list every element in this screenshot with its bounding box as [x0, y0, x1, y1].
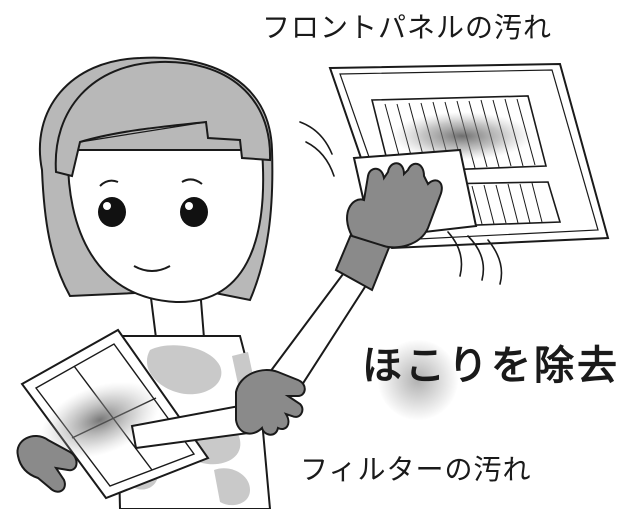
motion-lines: [299, 121, 503, 285]
eyes: [98, 178, 208, 227]
dust-removal-label: ほこりを除去: [362, 343, 619, 389]
filter-label: フィルターの汚れ: [300, 453, 532, 486]
front-panel-label: フロントパネルの汚れ: [262, 11, 553, 44]
raised-glove: [346, 162, 443, 249]
pointing-glove: [235, 369, 306, 436]
highlight-glow: [378, 340, 458, 420]
raised-arm: [268, 162, 443, 390]
filter-dust: [40, 381, 160, 459]
panel-dust: [392, 112, 532, 160]
face: [66, 149, 265, 304]
hair-bangs: [54, 60, 272, 178]
mouth: [133, 265, 171, 272]
left-glove: [16, 435, 78, 493]
filter: [20, 328, 210, 500]
pointing-arm: [130, 369, 306, 450]
